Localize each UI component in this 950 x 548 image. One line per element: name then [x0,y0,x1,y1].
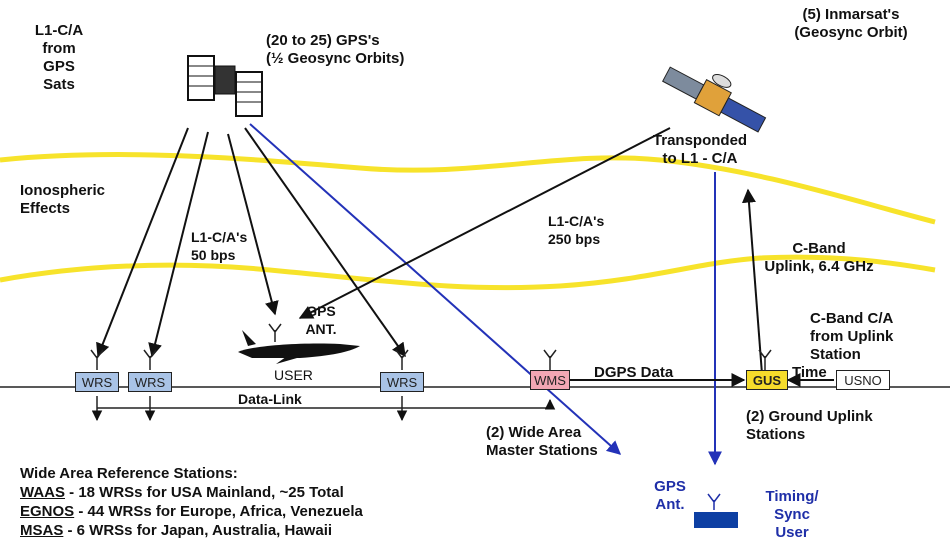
label-time: Time [792,364,827,381]
inmarsat-satellite-icon [662,66,767,133]
gus-box: GUS [746,370,788,390]
label-transponded: Transponded to L1 - C/A [652,132,748,167]
label-l1-250bps: L1-C/A's 250 bps [548,213,605,247]
label-cband-uplink: C-Band Uplink, 6.4 GHz [764,240,874,275]
wrs-box-3: WRS [380,372,424,392]
label-ionospheric: Ionospheric Effects [20,182,106,217]
stations-line-msas: MSAS - 6 WRSs for Japan, Australia, Hawa… [20,522,333,539]
label-l1-from-gps: L1-C/A from GPS Sats [34,22,84,93]
wrs-box-1: WRS [75,372,119,392]
reference-stations-list: Wide Area Reference Stations: WAAS - 18 … [20,464,363,540]
aircraft-icon [238,330,360,364]
stations-heading: Wide Area Reference Stations: [20,465,238,482]
label-dgps-data: DGPS Data [594,364,674,381]
label-gps-ant: GPS ANT. [305,303,337,337]
label-wide-area-master: (2) Wide Area Master Stations [486,424,598,459]
stations-line-egnos: EGNOS - 44 WRSs for Europe, Africa, Vene… [20,503,363,520]
label-gps-constellation: (20 to 25) GPS's (½ Geosync Orbits) [266,32,405,67]
label-inmarsat: (5) Inmarsat's (Geosync Orbit) [794,6,908,41]
wms-box: WMS [530,370,570,390]
label-l1-50bps: L1-C/A's 50 bps [191,229,248,263]
stations-line-waas: WAAS - 18 WRSs for USA Mainland, ~25 Tot… [20,484,344,501]
wrs-box-2: WRS [128,372,172,392]
ionosphere-band-upper [0,152,936,225]
gps-satellite-icon [187,55,263,117]
usno-box: USNO [836,370,890,390]
label-ground-uplink: (2) Ground Uplink Stations [746,408,873,443]
label-data-link: Data-Link [238,391,302,407]
label-cband-ca: C-Band C/A from Uplink Station [810,310,894,363]
antenna-icon [90,323,772,510]
timing-user-device [694,512,738,528]
label-user: USER [274,367,313,383]
ionosphere-band-lower [0,254,936,291]
label-timing-sync-user: Timing/ Sync User [765,488,819,541]
label-timing-gps-ant: GPS Ant. [654,478,686,513]
